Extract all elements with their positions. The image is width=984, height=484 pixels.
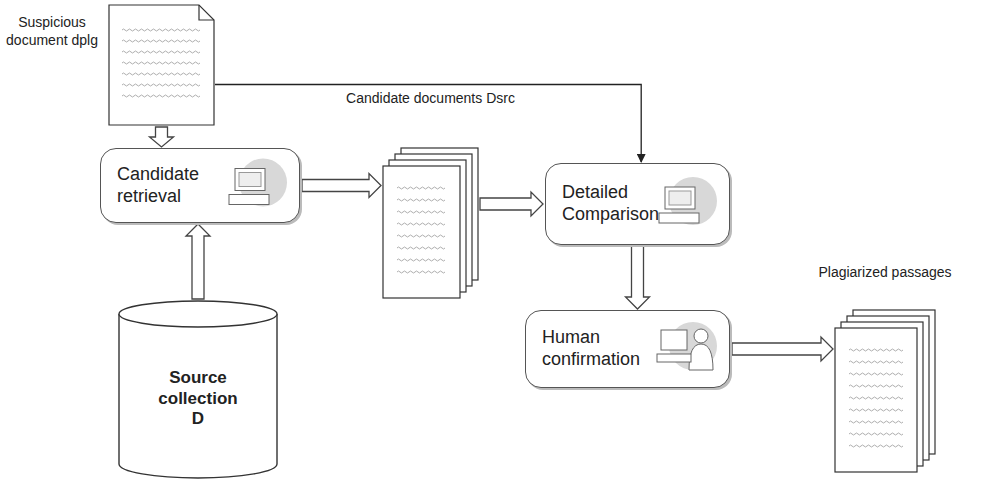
document-label: Plagiarized passages [815,264,955,282]
document-pages [108,4,215,126]
process-label: Human confirmation [526,327,652,370]
process-box: Detailed Comparison [545,163,730,245]
document-pages [383,148,478,298]
document-icon: Suspicious document dplg [108,4,215,126]
process-label: Candidate retrieval [101,164,227,207]
document-label: Candidate documents Dsrc [343,90,518,108]
flow-arrow [302,174,381,198]
database-label: Source collection D [150,368,246,429]
document-stack: Plagiarized passages [835,310,935,472]
document-stack: Candidate documents Dsrc [383,148,478,298]
flow-arrow [732,337,833,361]
process-label: Detailed Comparison [546,182,672,225]
document-label: Suspicious document dplg [4,14,100,49]
process-box: Candidate retrieval [100,148,300,223]
flow-arrow [626,246,650,309]
flow-arrow [150,127,174,147]
flow-arrow [480,192,543,216]
process-box: Human confirmation [525,310,730,388]
database-cylinder: Source collection D [118,300,278,478]
document-pages [835,310,935,472]
flow-arrow [186,224,210,299]
